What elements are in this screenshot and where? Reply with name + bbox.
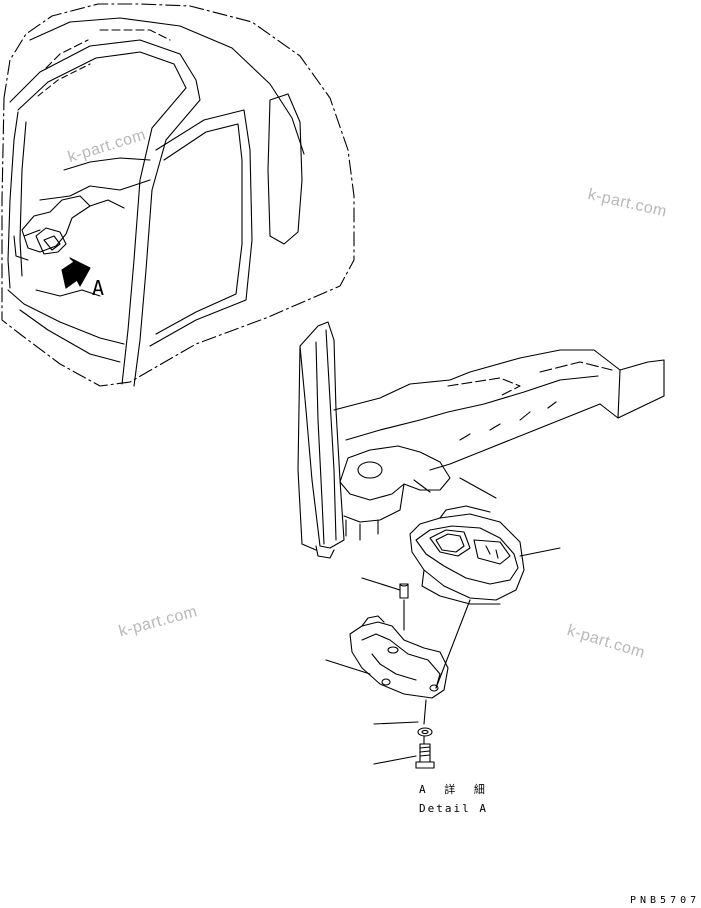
detail-title-jp: A 詳 細 xyxy=(419,783,491,796)
bolt xyxy=(415,743,435,769)
cab-outline xyxy=(1,3,355,387)
leader-monitor xyxy=(519,547,561,557)
leader-bracket xyxy=(325,659,371,675)
monitor xyxy=(409,505,525,605)
leader-washer xyxy=(373,721,419,725)
detail-title-en: Detail A xyxy=(419,802,488,815)
view-arrow xyxy=(61,257,91,289)
pin xyxy=(399,583,409,599)
console-assembly xyxy=(297,321,665,769)
leader-bolt xyxy=(373,755,417,765)
monitor-bracket xyxy=(349,615,449,699)
view-callout-label: A xyxy=(92,276,105,300)
figure-number: PNB5707 xyxy=(630,895,701,906)
washer xyxy=(417,727,433,737)
leader-pin xyxy=(361,577,401,591)
